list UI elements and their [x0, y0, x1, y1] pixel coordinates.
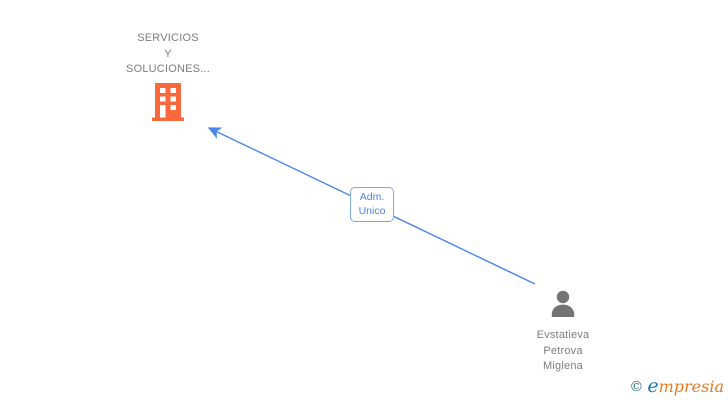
company-label: SERVICIOS Y SOLUCIONES...: [88, 31, 248, 78]
company-label-line: SERVICIOS: [137, 32, 199, 44]
company-label-line: Y: [164, 47, 172, 60]
brand-letter-e: e: [647, 375, 659, 397]
company-label-line: SOLUCIONES...: [126, 63, 210, 75]
empresia-logo[interactable]: ©empresia: [629, 376, 724, 397]
edge-label-line: Unico: [358, 205, 386, 217]
edge-label-adm-unico: Adm. Unico: [350, 187, 394, 222]
person-label: Evstatieva Petrova Miglena: [483, 328, 643, 375]
copyright-icon: ©: [629, 379, 644, 395]
person-icon: [549, 290, 577, 317]
person-label-line: Evstatieva: [536, 329, 590, 341]
node-company[interactable]: SERVICIOS Y SOLUCIONES...: [88, 31, 248, 126]
empresia-brand-text: empresia: [647, 375, 724, 397]
edge-label-line: Adm.: [359, 191, 385, 203]
node-person[interactable]: Evstatieva Petrova Miglena: [483, 290, 643, 375]
brand-rest: mpresia: [658, 377, 724, 396]
building-icon: [152, 82, 184, 121]
person-label-line: Petrova: [543, 344, 583, 357]
person-label-line: Miglena: [543, 360, 583, 372]
